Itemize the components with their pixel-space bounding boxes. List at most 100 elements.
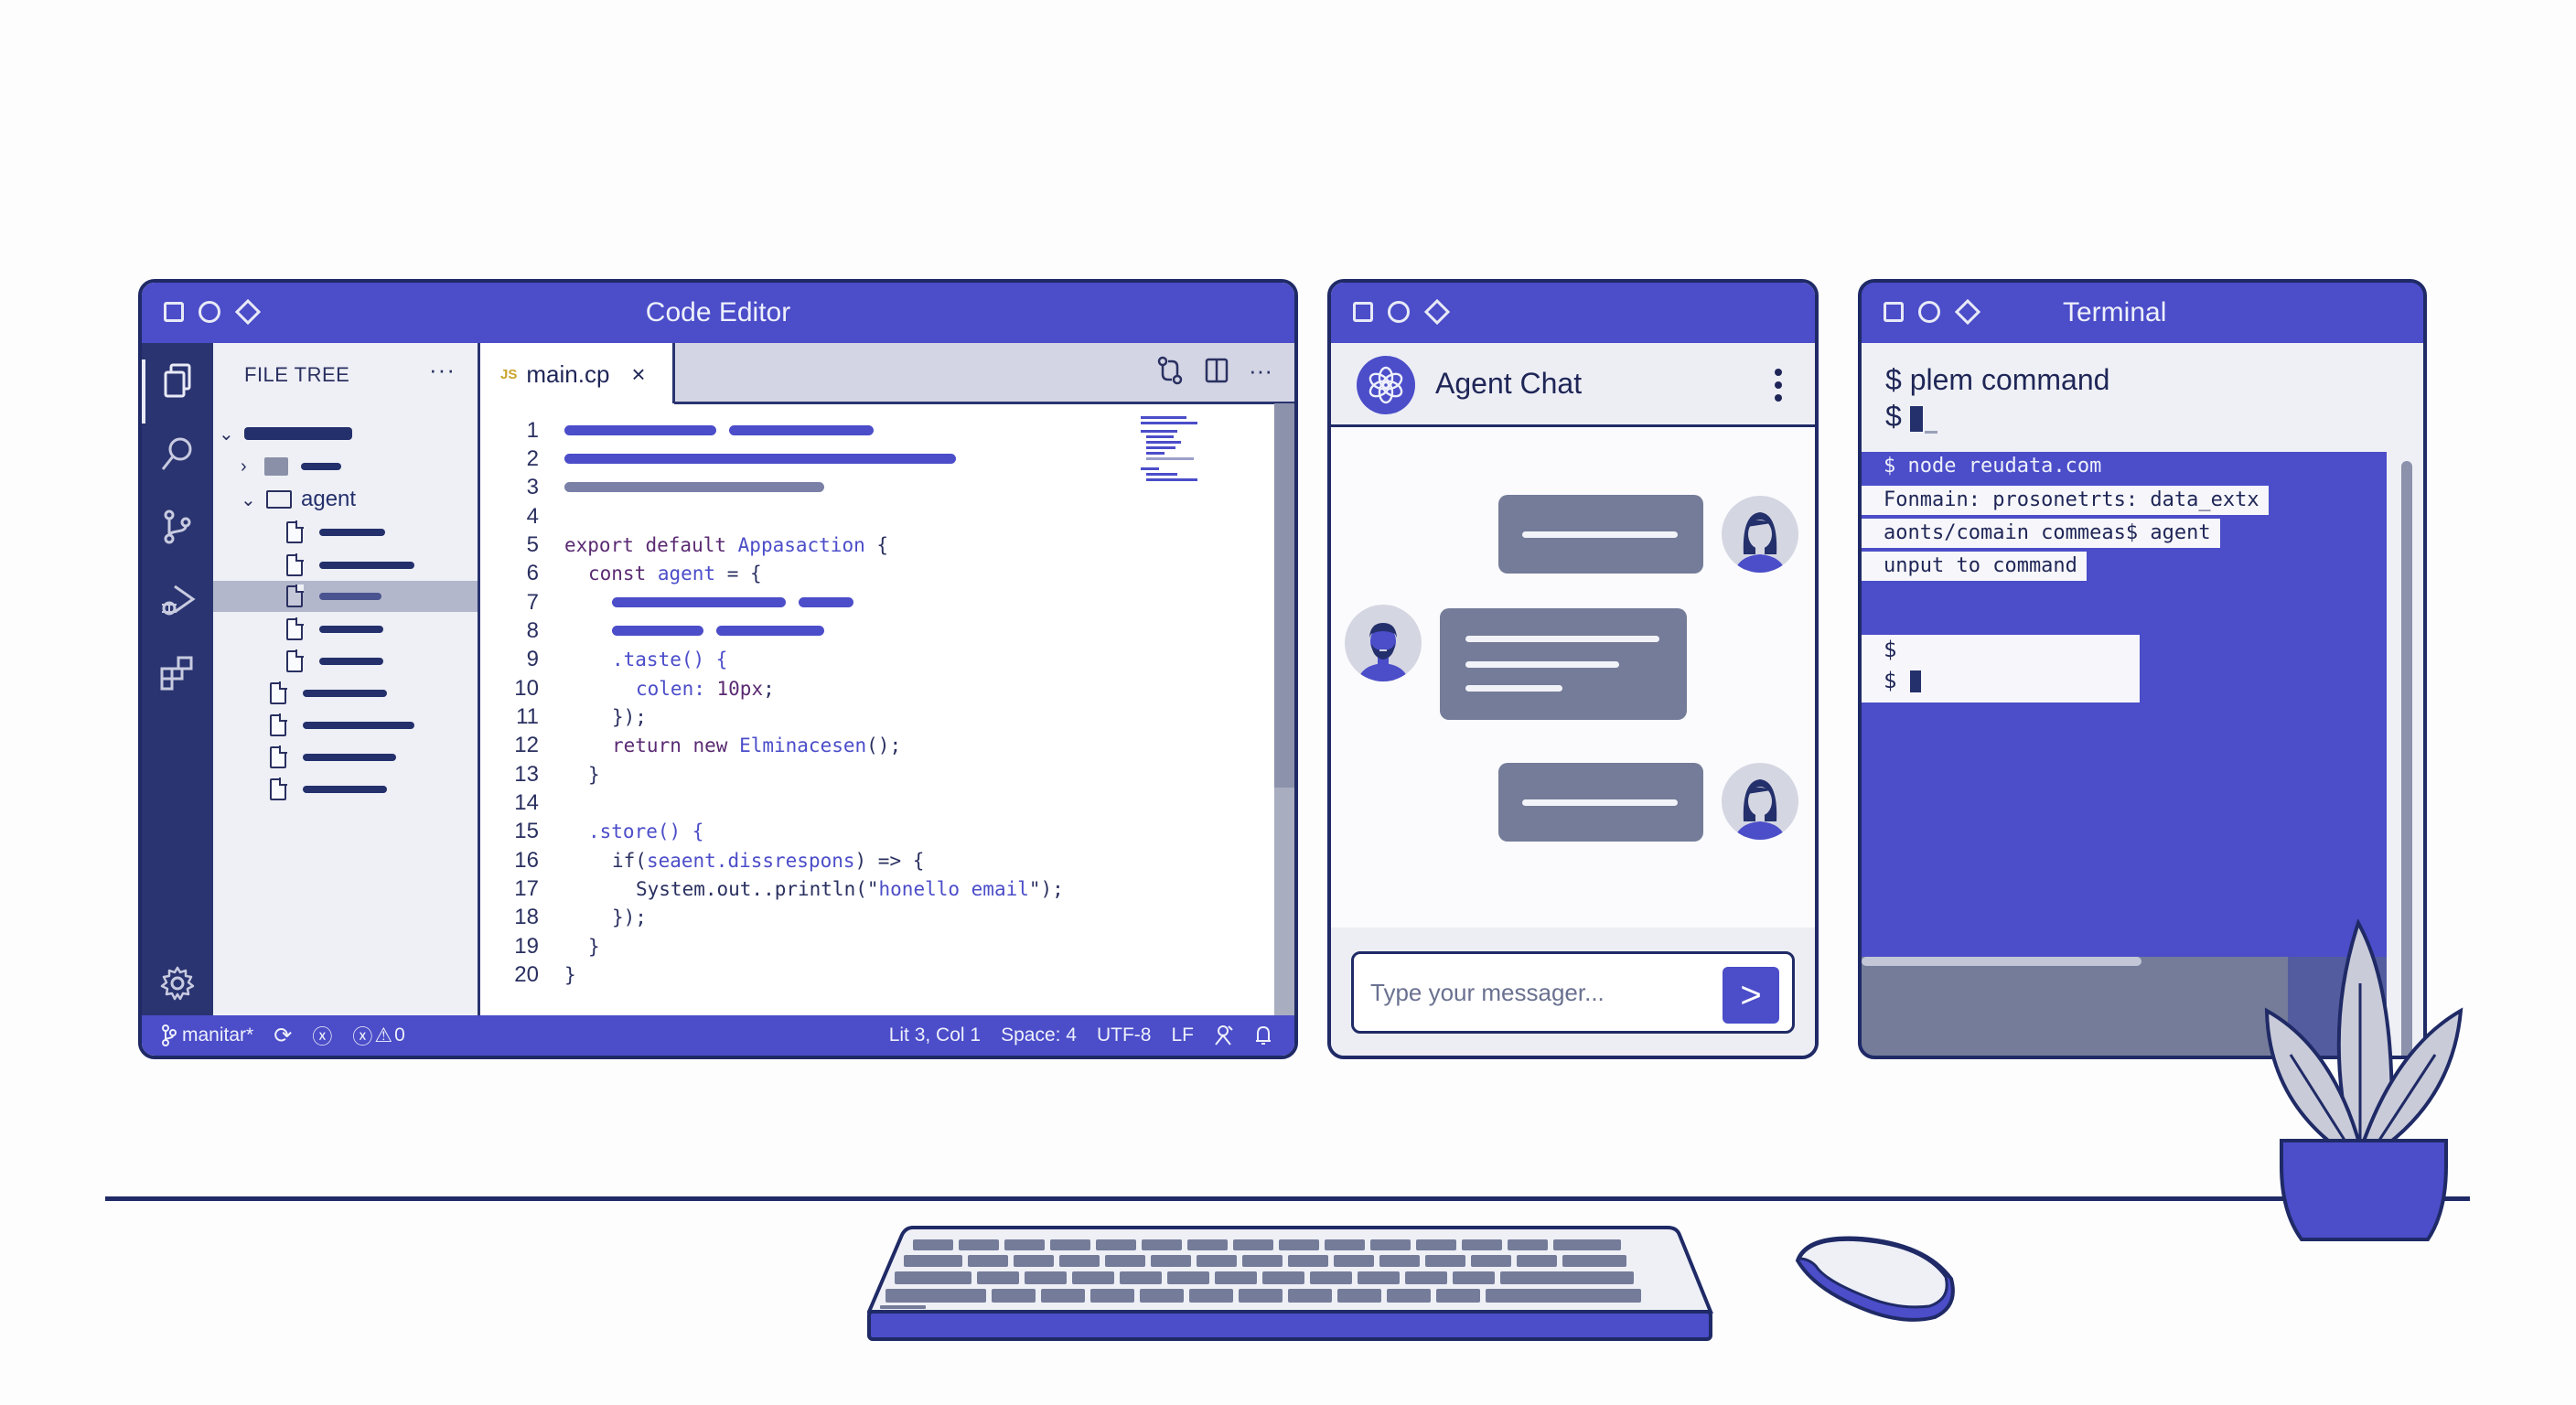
more-actions-icon[interactable]: ··· xyxy=(1249,356,1272,384)
code-line: }); xyxy=(612,906,647,928)
tree-file-row[interactable] xyxy=(213,517,478,548)
terminal-window: Terminal $ plem command $ $ node reudata… xyxy=(1858,279,2427,1059)
file-label-placeholder xyxy=(319,562,414,569)
minimap[interactable] xyxy=(1141,416,1208,484)
window-circle-control-icon[interactable] xyxy=(1918,301,1940,323)
source-control-icon[interactable] xyxy=(158,508,197,546)
terminal-prompt-box[interactable]: $ $ xyxy=(1862,635,2140,702)
window-circle-control-icon[interactable] xyxy=(1388,301,1410,323)
chevron-down-icon: ⌄ xyxy=(219,424,234,445)
compare-changes-icon[interactable] xyxy=(1157,356,1185,385)
tree-file-row[interactable] xyxy=(213,678,478,709)
code-line: if(seaent.dissrespons) => { xyxy=(612,849,925,872)
tree-file-row[interactable] xyxy=(213,710,478,741)
chevron-right-icon: > xyxy=(1740,974,1762,1015)
chevron-right-icon: › xyxy=(241,456,247,477)
terminal-command-line: $ plem command xyxy=(1885,363,2110,396)
send-button[interactable]: > xyxy=(1723,967,1779,1024)
code-line: } xyxy=(588,763,600,786)
files-icon[interactable] xyxy=(158,361,197,400)
code-line: }); xyxy=(612,705,647,728)
chat-header: Agent Chat xyxy=(1331,343,1815,427)
window-diamond-control-icon[interactable] xyxy=(1954,298,1981,326)
tree-file-row-selected[interactable] xyxy=(213,581,478,612)
window-square-control-icon[interactable] xyxy=(164,302,184,322)
horizontal-scrollbar[interactable] xyxy=(1862,957,2141,966)
close-icon[interactable]: × xyxy=(631,359,646,388)
line-number: 8 xyxy=(526,617,539,643)
line-number: 18 xyxy=(514,904,539,929)
chevron-down-icon: ⌄ xyxy=(241,489,256,510)
window-circle-control-icon[interactable] xyxy=(199,301,220,323)
chat-titlebar xyxy=(1331,283,1815,343)
code-editor-window: Code Editor xyxy=(138,279,1298,1059)
file-label-placeholder xyxy=(319,529,385,536)
tree-file-row[interactable] xyxy=(213,550,478,581)
editor-scrollbar[interactable] xyxy=(1274,403,1294,1015)
cursor-position[interactable]: Lit 3, Col 1 xyxy=(888,1024,982,1046)
branch-status[interactable]: manitar* xyxy=(162,1024,253,1046)
tree-file-row[interactable] xyxy=(213,742,478,773)
feedback-person-icon[interactable] xyxy=(1214,1024,1234,1046)
problem-count: 0 xyxy=(394,1024,405,1046)
problems-status[interactable]: ⓧ ⚠ 0 xyxy=(352,1021,404,1050)
error-circle-icon[interactable]: ⓧ xyxy=(312,1025,333,1048)
terminal-scrollbar[interactable] xyxy=(2401,461,2412,1056)
editor-area[interactable]: JS main.cp × ··· 1 xyxy=(480,343,1294,1015)
search-icon[interactable] xyxy=(158,434,197,473)
chat-title: Agent Chat xyxy=(1435,367,1583,400)
folder-label: agent xyxy=(301,487,357,511)
run-debug-icon[interactable] xyxy=(158,581,197,619)
message-input-wrapper: > xyxy=(1351,951,1795,1034)
tree-file-row[interactable] xyxy=(213,614,478,645)
root-label-placeholder xyxy=(244,427,352,440)
terminal-output-line: $ node reudata.com xyxy=(1884,455,2102,477)
encoding-status[interactable]: UTF-8 xyxy=(1096,1024,1152,1046)
tree-root-row[interactable]: ⌄ xyxy=(213,418,478,449)
window-square-control-icon[interactable] xyxy=(1353,302,1373,322)
chat-composer: > xyxy=(1331,928,1815,1056)
indentation-status[interactable]: Space: 4 xyxy=(1001,1024,1077,1046)
split-editor-icon[interactable] xyxy=(1205,358,1229,383)
scrollbar-thumb[interactable] xyxy=(1274,403,1294,788)
code-line: .store() { xyxy=(588,820,704,842)
prompt-line: $ xyxy=(1884,668,1921,693)
js-file-icon: JS xyxy=(500,366,518,382)
prompt-symbol: $ xyxy=(1884,637,1897,662)
bell-icon[interactable] xyxy=(1254,1024,1272,1046)
tab-main-cp[interactable]: JS main.cp × xyxy=(480,343,674,405)
code-line: } xyxy=(564,963,576,986)
file-icon xyxy=(286,585,304,607)
terminal-prompt-line: $ xyxy=(1885,400,1937,434)
line-number: 11 xyxy=(516,703,539,729)
terminal-window-title: Terminal xyxy=(2063,297,2167,327)
folder-icon xyxy=(264,457,288,476)
folder-open-icon xyxy=(266,490,292,509)
code-content[interactable]: 1 2 3 4 5 export default Appasaction { 6… xyxy=(480,403,1267,1015)
gear-icon[interactable] xyxy=(158,964,197,1003)
agent-chat-window: Agent Chat xyxy=(1327,279,1819,1059)
message-input[interactable] xyxy=(1370,954,1700,1031)
terminal-titlebar: Terminal xyxy=(1862,283,2423,343)
tree-folder-agent-row[interactable]: ⌄ agent xyxy=(213,484,478,515)
window-square-control-icon[interactable] xyxy=(1884,302,1904,322)
extensions-icon[interactable] xyxy=(158,654,197,692)
file-tree-more-button[interactable]: ··· xyxy=(429,356,456,383)
file-icon xyxy=(286,617,304,640)
code-placeholder xyxy=(564,454,956,464)
window-diamond-control-icon[interactable] xyxy=(1423,298,1451,326)
tree-file-row[interactable] xyxy=(213,774,478,805)
tree-folder-row[interactable]: › xyxy=(213,451,478,482)
terminal-input-area[interactable]: $ plem command $ xyxy=(1862,343,2423,452)
code-placeholder xyxy=(564,425,716,435)
tree-file-row[interactable] xyxy=(213,646,478,677)
file-label-placeholder xyxy=(319,626,383,633)
kebab-menu-icon[interactable] xyxy=(1775,369,1782,407)
line-number: 10 xyxy=(514,675,539,701)
eol-status[interactable]: LF xyxy=(1171,1024,1194,1046)
sync-icon[interactable]: ⟳ xyxy=(274,1023,293,1048)
cursor-icon xyxy=(1909,405,1923,432)
branch-name: manitar* xyxy=(182,1024,254,1046)
file-label-placeholder xyxy=(303,690,387,697)
keyboard-illustration xyxy=(867,1226,1713,1341)
